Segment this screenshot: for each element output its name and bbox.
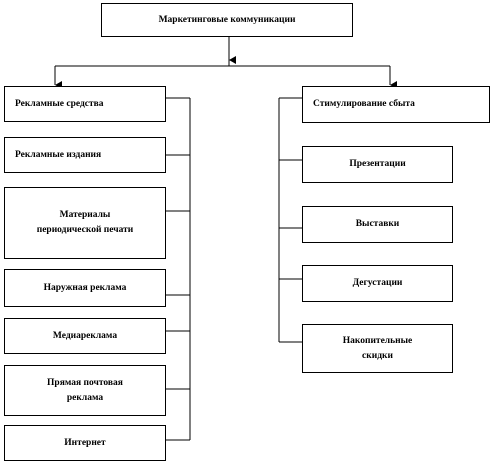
branch-node-advertising: Рекламные средства	[4, 86, 166, 122]
child-node-label: Наружная реклама	[43, 282, 127, 293]
child-node-advertising-1: Рекламные издания	[4, 137, 166, 173]
child-node-label: Дегустации	[352, 278, 403, 289]
child-node-advertising-3: Наружная реклама	[4, 269, 166, 307]
child-node-advertising-2: Материалы периодической печати	[4, 187, 166, 259]
child-node-sales-promotion-1: Презентации	[302, 146, 453, 183]
child-node-label: Рекламные издания	[15, 149, 102, 160]
child-node-label: Прямая почтовая реклама	[47, 377, 123, 403]
root-node: Маркетинговые коммуникации	[101, 3, 353, 37]
child-node-advertising-4: Медиареклама	[4, 318, 166, 354]
child-node-label: Медиареклама	[52, 330, 118, 341]
child-node-advertising-6: Интернет	[4, 425, 166, 461]
branch-node-label: Стимулирование сбыта	[313, 99, 415, 110]
branch-node-label: Рекламные средства	[15, 98, 104, 109]
child-node-sales-promotion-4: Накопительные скидки	[302, 324, 453, 373]
branch-node-sales-promotion: Стимулирование сбыта	[302, 86, 490, 123]
child-node-label: Материалы периодической печати	[36, 210, 134, 235]
child-node-sales-promotion-2: Выставки	[302, 206, 453, 243]
child-node-label: Презентации	[349, 159, 406, 170]
child-node-sales-promotion-3: Дегустации	[302, 265, 453, 302]
child-node-label: Интернет	[64, 437, 106, 448]
child-node-advertising-5: Прямая почтовая реклама	[4, 365, 166, 416]
root-node-label: Маркетинговые коммуникации	[158, 14, 296, 25]
child-node-label: Выставки	[355, 219, 400, 230]
child-node-label: Накопительные скидки	[342, 335, 413, 361]
